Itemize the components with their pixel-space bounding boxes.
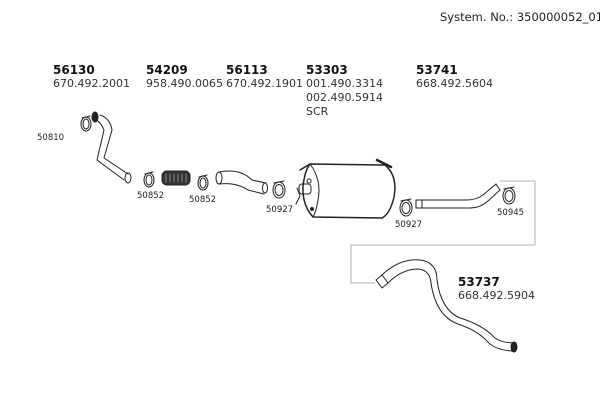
pipe-56130 <box>91 111 132 184</box>
part-number: 56113 <box>226 63 268 77</box>
clamp-label-50852: 50852 <box>189 195 217 205</box>
part-number: 56130 <box>53 63 95 77</box>
clamp-label-50810: 50810 <box>37 133 65 143</box>
part-ref: 670.492.1901 <box>226 77 303 90</box>
connector-line <box>350 180 536 284</box>
part-ref: 670.492.2001 <box>53 77 130 90</box>
part-ref: 001.490.3314 <box>306 77 383 90</box>
clamp-icon <box>272 180 286 199</box>
tail-pipe-53737 <box>375 259 518 353</box>
part-number: 54209 <box>146 63 188 77</box>
part-label-56113: 56113 670.492.1901 <box>226 63 303 91</box>
part-ref: 002.490.5914 <box>306 91 383 104</box>
part-label-53741: 53741 668.492.5604 <box>416 63 493 91</box>
part-number: 53737 <box>458 275 500 289</box>
part-label-56130: 56130 670.492.2001 <box>53 63 130 91</box>
part-label-54209: 54209 958.490.0065 <box>146 63 223 91</box>
muffler-53303 <box>295 158 396 219</box>
part-ref: SCR <box>306 105 329 118</box>
clamp-icon <box>502 186 516 205</box>
part-number: 53741 <box>416 63 458 77</box>
part-ref: 668.492.5904 <box>458 289 535 302</box>
clamp-icon <box>143 171 155 188</box>
part-ref: 668.492.5604 <box>416 77 493 90</box>
clamp-icon <box>80 115 92 132</box>
pipe-53741 <box>415 183 501 209</box>
clamp-label-50945: 50945 <box>497 208 525 218</box>
system-number: System. No.: 350000052_01 <box>440 10 600 24</box>
clamp-icon <box>399 198 413 217</box>
part-ref: 958.490.0065 <box>146 77 223 90</box>
clamp-label-50927: 50927 <box>395 220 423 230</box>
part-label-53737: 53737 668.492.5904 <box>458 275 535 303</box>
clamp-label-50852: 50852 <box>137 191 165 201</box>
part-label-53303: 53303 001.490.3314 002.490.5914 SCR <box>306 63 383 119</box>
part-number: 53303 <box>306 63 348 77</box>
pipe-56113 <box>215 170 268 195</box>
clamp-label-50927: 50927 <box>266 205 294 215</box>
clamp-icon <box>197 174 209 191</box>
flex-pipe-54209 <box>161 170 191 186</box>
